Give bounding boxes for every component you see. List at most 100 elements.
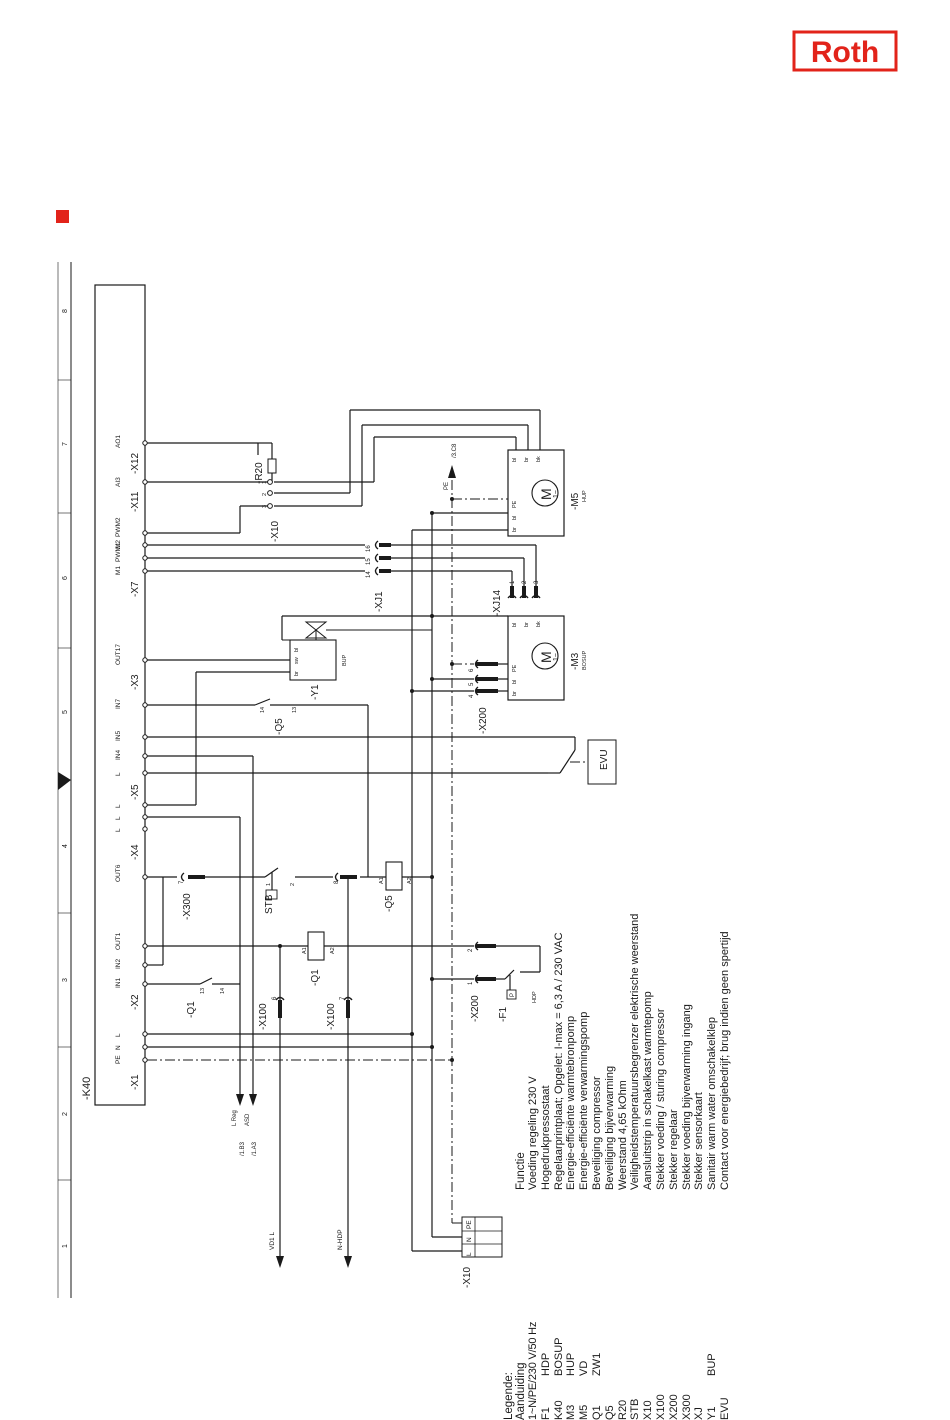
svg-text:15: 15: [366, 558, 372, 565]
svg-text:3: 3: [534, 580, 540, 584]
svg-text:1~: 1~: [553, 490, 560, 498]
legend-sub: BOSUP: [552, 1337, 565, 1376]
m3-motor: M 1~: [507, 615, 565, 701]
x300-connector: [180, 872, 205, 882]
col-4: 4: [62, 844, 69, 848]
pin-in2: IN2: [115, 959, 122, 970]
legend-title: Legende:: [503, 1372, 515, 1420]
svg-text:2: 2: [522, 580, 528, 584]
col-6: 6: [62, 576, 69, 580]
legend-func: Beveiliging compressor: [591, 1076, 603, 1190]
m5-label: -M5: [570, 492, 581, 510]
r20-label: -R20: [254, 462, 265, 484]
nhdp-label: N-HDP: [337, 1229, 344, 1250]
pin-in4: IN4: [115, 750, 122, 761]
svg-text:br: br: [524, 622, 530, 627]
pin-in1: IN1: [115, 978, 122, 989]
legend-code: M5: [578, 1404, 591, 1420]
svg-text:6: 6: [469, 668, 475, 672]
legend-func: Stekker regelaar: [667, 1109, 680, 1190]
legend-sub: ZW1: [591, 1352, 603, 1376]
legend-func: Stekker voeding bijverwarming ingang: [680, 1004, 693, 1190]
pin-pwm2: PWM2: [115, 517, 122, 537]
r20-resistor: [267, 458, 277, 474]
svg-text:bl: bl: [512, 458, 518, 462]
svg-text:L: L: [466, 1252, 473, 1256]
svg-text:13: 13: [200, 988, 206, 994]
legend-func: Regelaarprintplaat; Opgelet: I-max = 6,3…: [552, 932, 565, 1190]
svg-text:6: 6: [272, 996, 278, 1000]
pin-pe: PE: [115, 1055, 122, 1064]
x5-label: -X5: [130, 784, 141, 800]
x200b-connector: [474, 941, 496, 984]
svg-text:1: 1: [510, 580, 516, 584]
svg-text:A2: A2: [407, 877, 413, 884]
stb-sensor: [265, 889, 278, 900]
f1-label: -F1: [498, 1007, 509, 1022]
m5-motor: M 1~: [507, 449, 565, 537]
x3-label: -X3: [130, 674, 141, 690]
svg-text:4: 4: [469, 694, 475, 698]
svg-text:2: 2: [262, 493, 268, 496]
pe-ref-sheet: /3.C8: [452, 443, 458, 458]
legend-sub: BUP: [706, 1353, 719, 1376]
svg-text:bl: bl: [512, 623, 518, 627]
legend-func: Weerstand 4,65 kOhm: [616, 1080, 629, 1190]
legend-func: Stekker sensorkaart: [693, 1092, 706, 1190]
svg-text:2: 2: [290, 883, 296, 886]
legend-func: Energie-efficiënte verwarmingspomp: [578, 1011, 591, 1190]
svg-text:sw: sw: [294, 657, 300, 664]
x300c-connector: [334, 872, 357, 882]
stb-label: STB: [264, 894, 275, 914]
col-7: 7: [62, 442, 69, 446]
pin-in5: IN5: [115, 731, 122, 742]
x7-label: -X7: [130, 581, 141, 597]
x100-label: -X100: [258, 1003, 269, 1030]
x1-label: -X1: [130, 1074, 141, 1090]
legend-code: XJ: [693, 1407, 706, 1420]
q5-coil: [385, 861, 403, 891]
svg-text:PE: PE: [512, 664, 518, 672]
legend-code: X300: [680, 1394, 693, 1420]
x200b-label: -X200: [470, 995, 481, 1022]
xj1-connector: [374, 540, 391, 576]
svg-text:13: 13: [292, 707, 298, 713]
pin-ai3: AI3: [115, 477, 122, 487]
legend-code: STB: [629, 1398, 642, 1420]
pin-out17: OUT17: [115, 644, 122, 665]
x200-label: -X200: [478, 707, 489, 734]
col-3: 3: [62, 978, 69, 982]
pin-x5-l1: L: [115, 804, 122, 808]
pin-l: L: [115, 1033, 122, 1037]
pin-ao1: AO1: [115, 435, 122, 448]
svg-text:bl: bl: [512, 680, 518, 684]
svg-text:14: 14: [220, 988, 226, 994]
svg-text:2: 2: [468, 948, 474, 952]
xj14-label: -XJ14: [492, 589, 503, 616]
legend-code: K40: [552, 1400, 565, 1420]
legend-code: M3: [565, 1404, 578, 1420]
svg-text:M: M: [538, 651, 554, 663]
svg-text:L Reg: L Reg: [232, 1110, 238, 1126]
pe-ref-label: PE: [444, 482, 450, 490]
y1-sub: BUP: [342, 654, 348, 666]
legend-func: Veiligheidstemperatuursbegrenzer elektri…: [629, 913, 642, 1190]
x100-connectors: [275, 996, 353, 1018]
evu-label: EVU: [599, 749, 610, 770]
svg-text:bl: bl: [512, 516, 518, 520]
svg-text:ASD: ASD: [245, 1113, 251, 1126]
svg-text:1: 1: [468, 981, 474, 985]
m3-label: -M3: [570, 652, 581, 670]
legend-func: Hogedrukpressostaat: [539, 1085, 552, 1190]
x10b-label: -X10: [270, 520, 281, 542]
svg-text:/1.B3: /1.B3: [240, 1141, 246, 1156]
legend-code: X200: [667, 1394, 680, 1420]
svg-text:14: 14: [366, 571, 372, 578]
f1-pressure-switch: [506, 989, 517, 1000]
q5-contact-label: -Q5: [274, 718, 285, 735]
col-5: 5: [62, 710, 69, 714]
svg-text:br: br: [294, 671, 300, 676]
q5-coil-label: -Q5: [384, 895, 395, 912]
vd1-label: VD1 L: [269, 1232, 276, 1250]
legend-func: Beveiliging bijverwarming: [603, 1065, 616, 1190]
